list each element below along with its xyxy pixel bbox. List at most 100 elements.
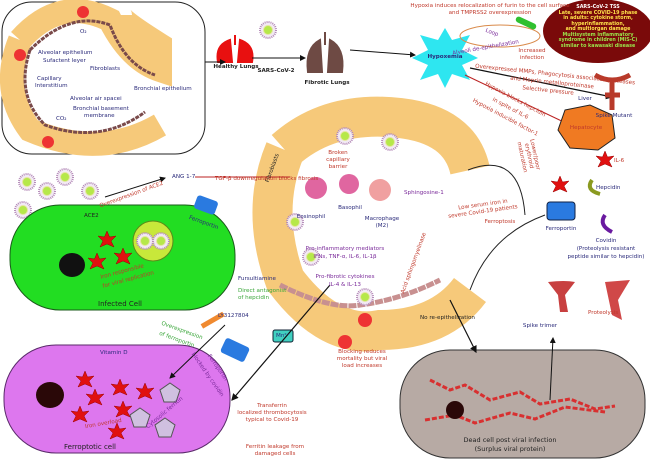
- antibody-icon: [200, 311, 225, 329]
- surplus-protein-label: (Surplus viral protein): [474, 445, 546, 453]
- ferroptosis-label: Ferroptosis: [484, 219, 516, 225]
- arrow: [549, 337, 556, 401]
- covidin-desc: (Proteolysis resistant: [576, 246, 636, 252]
- red-blood-cell: [14, 49, 26, 61]
- red-blood-cell: [77, 6, 89, 18]
- hepcidin-antagonist-text-2: of hepcidin: [238, 295, 269, 301]
- inhibition-line: [464, 74, 571, 126]
- increased-label: Increased: [518, 48, 546, 54]
- nucleus: [36, 382, 64, 408]
- hepcidin-antagonist-text: Direct antagonist: [238, 288, 287, 294]
- membrane-label: membrane: [84, 113, 115, 119]
- arrow: [169, 324, 226, 379]
- interstitium-label: Interstitium: [35, 83, 68, 89]
- fursultiamine-label: Fursultiamine: [238, 276, 276, 282]
- epithelium-cells: [278, 277, 442, 309]
- mis-c-line: Multisystem inflammatory: [562, 32, 634, 38]
- capillary-label: Capillary: [37, 76, 62, 82]
- basophil-cell: [339, 174, 359, 194]
- hypoxemia-label: Hypoxemia: [427, 54, 463, 60]
- blocking-text-2: mortality but viral: [336, 356, 388, 362]
- virus-icon: [18, 173, 36, 191]
- sphingosine-label: Sphingosine-1: [404, 190, 444, 196]
- basement-label: Bronchial basement: [73, 106, 129, 112]
- eosinophil-label: Eosinophil: [296, 214, 326, 220]
- mis-c-line: similar to kawasaki disease: [560, 43, 636, 49]
- fibrotic-lungs-label: Fibrotic Lungs: [304, 80, 350, 86]
- transferrin-text-3: typical to Covid-19: [245, 417, 299, 423]
- macrophage-cell: [369, 179, 391, 201]
- capillary-label: capillary: [326, 157, 350, 163]
- ferroportin-icon: [220, 338, 250, 362]
- hepcidin-label: Hepcidin: [596, 185, 621, 191]
- virus-icon: [381, 133, 399, 151]
- tss-title: SARS-CoV-2 TSS: [576, 5, 620, 10]
- pro-fibrotic-list: IL-4 & IL-13: [329, 282, 361, 288]
- iron-icon: [550, 175, 570, 193]
- covidin-desc-2: peptide similar to hepcidin): [567, 254, 645, 260]
- arrow: [231, 284, 331, 401]
- ferritin-icon: [159, 382, 181, 403]
- ferritin-leakage-text: Ferritin leakage from: [245, 444, 305, 450]
- red-blood-cell: [42, 136, 54, 148]
- pro-fibrotic-label: Pro-fibrotic cytokines: [315, 274, 375, 280]
- arrow: [104, 176, 166, 198]
- mn-box: [272, 329, 294, 343]
- hypoxemia-star: [412, 28, 478, 88]
- macrophage-label: Macrophage: [364, 216, 400, 222]
- hypoxia-furin-text-2: and TMPRSS2 overexpression: [448, 10, 532, 16]
- spike-mutant-label: Spike Mutant: [595, 113, 633, 119]
- pro-inflammatory-label: Pro-inflammatory mediators: [305, 246, 385, 252]
- arrow: [349, 49, 416, 58]
- connector-line: [467, 164, 546, 291]
- tss-line: Late, severe COVID-19 phase: [558, 10, 638, 16]
- fibrotic-lungs-icon: [306, 32, 344, 73]
- virus-icon: [136, 232, 154, 250]
- alveolar-epithelium: [23, 19, 156, 135]
- broken-label: Broken: [328, 150, 348, 156]
- hypoxia-furin-text: Hypoxia induces relocalization of furin …: [410, 3, 570, 9]
- alveolar-epithelium-label: Alveolar epithelium: [38, 50, 93, 56]
- bronchial-epithelium-label: Bronchial epithelium: [134, 86, 192, 92]
- ferroportin-cylinder: [546, 201, 576, 221]
- interstitium-band: [0, 0, 172, 156]
- co2-label: CO₂: [56, 116, 67, 122]
- ferroportin-icon: [194, 195, 218, 215]
- tgf-text: TGF-β downregulation blocks fibrosis: [215, 176, 319, 182]
- transferrin-text: Transferrin: [257, 403, 287, 409]
- vitamin-d-label: Vitamin D: [100, 350, 128, 356]
- red-blood-cell: [358, 313, 372, 327]
- infection-label: infection: [519, 55, 545, 61]
- tss-line: hyperinflammation,: [571, 21, 625, 27]
- liver-label: Liver: [578, 96, 592, 102]
- sars-cov-2-label: SARS-CoV-2: [257, 68, 295, 74]
- covidin-label: Covidin: [595, 238, 617, 244]
- tss-line: in adults: cytokine storm,: [563, 16, 633, 21]
- healthy-lungs-label: Healthy Lungs: [213, 64, 259, 70]
- blocking-text-3: load increases: [341, 363, 383, 369]
- m2-label: (M2): [375, 223, 389, 229]
- healthy-lungs-icon: [216, 35, 254, 63]
- eosinophil-cell: [305, 177, 327, 199]
- tss-box: SARS-CoV-2 TSS Late, severe COVID-19 pha…: [548, 5, 648, 49]
- spike-trimer-icon: [548, 281, 575, 312]
- ace2-label: ACE2: [84, 213, 99, 219]
- green-pill-icon: [515, 16, 537, 30]
- ferroptotic-cell-label: Ferroptotic cell: [64, 443, 116, 451]
- transferrin-text-2: localized thrombocytosis: [237, 410, 307, 416]
- dead-cell-label: Dead cell post viral infection: [463, 436, 557, 444]
- proteolysis-fragments: [605, 280, 630, 320]
- loop-ellipse: [459, 24, 541, 48]
- il6-label: IL-6: [614, 158, 625, 164]
- arrow: [449, 299, 477, 354]
- tss-line: and multiorgan damage: [565, 27, 631, 32]
- hepatocyte-label: Hepatocyte: [569, 125, 603, 131]
- hepcidin-icon: [587, 178, 601, 196]
- barrier-label: barrier: [328, 164, 348, 170]
- blocking-text: Blocking reduces: [338, 349, 386, 355]
- proteolysis-label: Proteolysis: [588, 310, 619, 316]
- air-space-label: Alveolar air spacei: [70, 96, 122, 102]
- nucleus: [59, 253, 85, 277]
